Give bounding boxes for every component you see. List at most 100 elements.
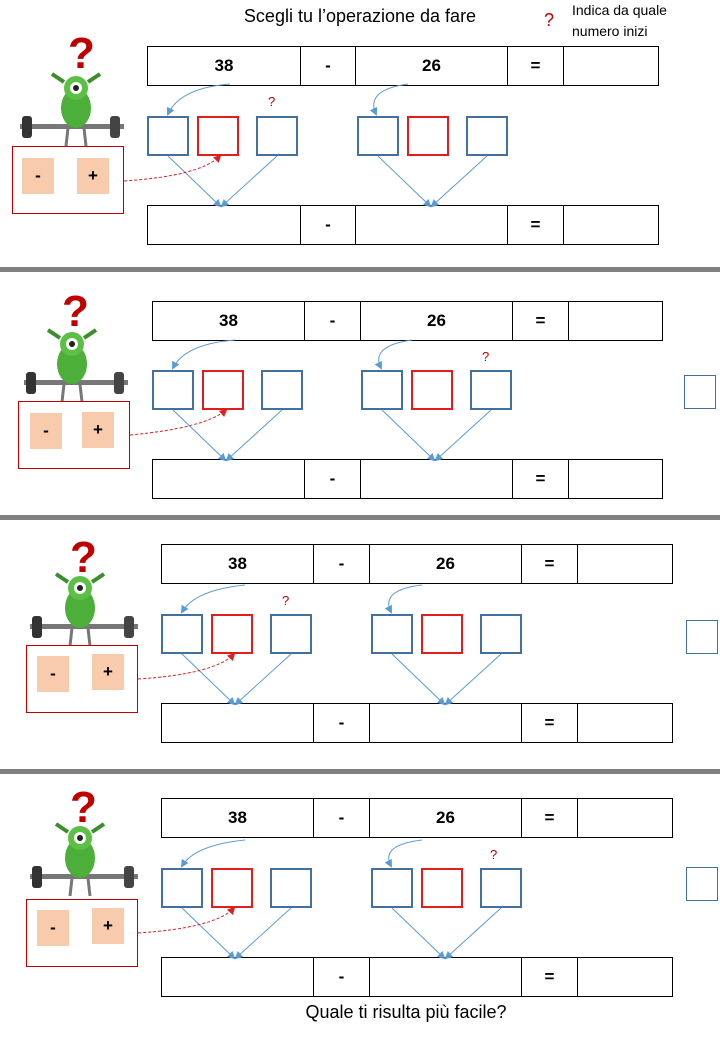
bottom-first-number[interactable] (147, 205, 301, 245)
decomposition-box[interactable] (152, 370, 194, 410)
minus-button[interactable]: - (30, 413, 62, 449)
section-divider (0, 515, 720, 520)
decomposition-box[interactable] (147, 116, 189, 156)
top-second-number: 26 (355, 46, 508, 86)
answer-checkbox[interactable] (686, 620, 718, 654)
weightlifter-monster-icon: ? (30, 788, 138, 897)
weightlifter-monster-icon: ? (24, 290, 128, 403)
decomposition-box[interactable] (270, 868, 312, 908)
bottom-equals: = (507, 205, 564, 245)
plus-button[interactable]: + (82, 412, 114, 448)
minus-button[interactable]: - (37, 656, 69, 692)
decomposition-box-red[interactable] (411, 370, 453, 410)
svg-text:?: ? (70, 788, 97, 832)
top-operator: - (300, 46, 356, 86)
decomposition-box-red[interactable] (211, 614, 253, 654)
decomposition-box[interactable] (357, 116, 399, 156)
hint-line-2: numero inizi (572, 23, 648, 39)
top-result-field[interactable] (577, 544, 673, 584)
question-mark: ? (490, 847, 498, 862)
answer-checkbox[interactable] (686, 867, 718, 901)
top-first-number: 38 (152, 301, 305, 341)
top-result-field[interactable] (577, 798, 673, 838)
top-second-number: 26 (369, 798, 522, 838)
minus-button[interactable]: - (37, 910, 69, 946)
plus-button[interactable]: + (77, 158, 109, 194)
bottom-equals: = (521, 703, 578, 743)
decomposition-box[interactable] (371, 614, 413, 654)
top-result-field[interactable] (568, 301, 663, 341)
page-title: Scegli tu l’operazione da fare (243, 6, 477, 26)
bottom-result-field[interactable] (568, 459, 663, 499)
svg-text:?: ? (62, 290, 89, 336)
decomposition-box[interactable] (371, 868, 413, 908)
bottom-result-field[interactable] (577, 957, 673, 997)
question-mark: ? (268, 94, 276, 109)
top-operator: - (313, 544, 370, 584)
plus-button[interactable]: + (92, 654, 124, 690)
bottom-second-number[interactable] (369, 703, 522, 743)
top-equals: = (521, 798, 578, 838)
decomposition-box-red[interactable] (197, 116, 239, 156)
decomposition-box-red[interactable] (211, 868, 253, 908)
exercise-2: ? - + 38 - 26 = ? - = (0, 272, 720, 516)
hint-text: Indica da quale numero inizi (572, 0, 667, 42)
bottom-equals: = (521, 957, 578, 997)
question-mark: ? (482, 349, 490, 364)
hint-line-1: Indica da quale (572, 2, 667, 18)
bottom-second-number[interactable] (369, 957, 522, 997)
decomposition-box-red[interactable] (421, 614, 463, 654)
decomposition-box[interactable] (161, 614, 203, 654)
svg-text:?: ? (68, 36, 95, 78)
bottom-result-field[interactable] (577, 703, 673, 743)
decomposition-box[interactable] (466, 116, 508, 156)
decomposition-box-red[interactable] (421, 868, 463, 908)
top-first-number: 38 (147, 46, 301, 86)
bottom-second-number[interactable] (360, 459, 513, 499)
decomposition-box[interactable] (261, 370, 303, 410)
top-equals: = (507, 46, 564, 86)
hint-question-mark: ? (544, 10, 555, 30)
footer-question: Quale ti risulta più facile? (305, 1002, 507, 1022)
decomposition-box[interactable] (480, 614, 522, 654)
section-divider (0, 769, 720, 774)
decomposition-box[interactable] (256, 116, 298, 156)
decomposition-box[interactable] (270, 614, 312, 654)
decomposition-box[interactable] (470, 370, 512, 410)
exercise-3: ? - + 38 - 26 = ? - = (0, 520, 720, 770)
top-first-number: 38 (161, 798, 314, 838)
bottom-equals: = (512, 459, 569, 499)
section-divider (0, 267, 720, 272)
top-first-number: 38 (161, 544, 314, 584)
weightlifter-monster-icon: ? (20, 36, 124, 147)
decomposition-box[interactable] (361, 370, 403, 410)
decomposition-box-red[interactable] (407, 116, 449, 156)
bottom-operator: - (300, 205, 356, 245)
decomposition-box[interactable] (161, 868, 203, 908)
decomposition-box-red[interactable] (202, 370, 244, 410)
top-operator: - (313, 798, 370, 838)
plus-button[interactable]: + (92, 908, 124, 944)
top-operator: - (304, 301, 361, 341)
exercise-1: ? - + 38 - 26 = ? - = (0, 0, 720, 268)
bottom-second-number[interactable] (355, 205, 508, 245)
bottom-first-number[interactable] (161, 703, 314, 743)
answer-checkbox[interactable] (684, 375, 716, 409)
top-second-number: 26 (369, 544, 522, 584)
bottom-operator: - (313, 703, 370, 743)
top-result-field[interactable] (563, 46, 659, 86)
weightlifter-monster-icon: ? (30, 538, 138, 647)
question-mark: ? (282, 593, 290, 608)
exercise-4: ? - + 38 - 26 = ? - = (0, 774, 720, 1000)
bottom-operator: - (313, 957, 370, 997)
minus-button[interactable]: - (22, 158, 54, 194)
bottom-first-number[interactable] (161, 957, 314, 997)
svg-text:?: ? (70, 538, 97, 582)
top-equals: = (512, 301, 569, 341)
decomposition-box[interactable] (480, 868, 522, 908)
bottom-operator: - (304, 459, 361, 499)
bottom-result-field[interactable] (563, 205, 659, 245)
bottom-first-number[interactable] (152, 459, 305, 499)
top-equals: = (521, 544, 578, 584)
top-second-number: 26 (360, 301, 513, 341)
